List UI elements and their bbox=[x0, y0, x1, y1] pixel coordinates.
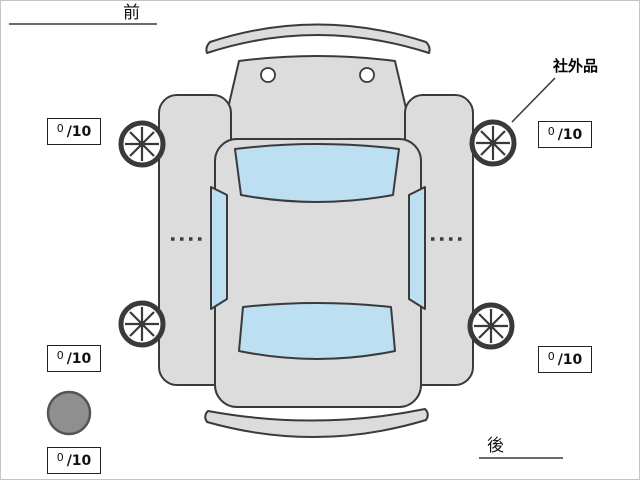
tread-denom: /10 bbox=[557, 126, 583, 143]
left-door-window-glass bbox=[210, 186, 228, 310]
tread-value: 0 bbox=[547, 350, 555, 363]
tread-box-spare: 0 /10 bbox=[47, 447, 101, 474]
car-top-view bbox=[118, 23, 517, 438]
tread-value: 0 bbox=[56, 349, 64, 362]
aftermarket-pointer-line bbox=[511, 77, 556, 123]
rear-window-glass bbox=[238, 302, 396, 360]
wheel-front-right-icon bbox=[469, 119, 517, 167]
rear-label: 後 bbox=[487, 436, 504, 456]
tread-box-front-right: 0 /10 bbox=[538, 121, 592, 148]
wheel-rear-right-icon bbox=[467, 302, 515, 350]
tread-value: 0 bbox=[547, 125, 555, 138]
front-bumper bbox=[205, 23, 431, 54]
tread-denom: /10 bbox=[557, 351, 583, 368]
tread-value: 0 bbox=[56, 122, 64, 135]
spare-tire-marker bbox=[46, 390, 92, 436]
hood-detail-left-icon bbox=[260, 67, 276, 83]
windshield-glass bbox=[234, 143, 400, 203]
tread-denom: /10 bbox=[66, 452, 92, 469]
tread-denom: /10 bbox=[66, 123, 92, 140]
tread-box-rear-left: 0 /10 bbox=[47, 345, 101, 372]
wheel-front-left-icon bbox=[118, 120, 166, 168]
tread-value: 0 bbox=[56, 451, 64, 464]
tread-denom: /10 bbox=[66, 350, 92, 367]
rear-bumper bbox=[204, 408, 429, 438]
hood-detail-right-icon bbox=[359, 67, 375, 83]
tread-box-front-left: 0 /10 bbox=[47, 118, 101, 145]
front-label: 前 bbox=[123, 3, 140, 23]
wheel-rear-left-icon bbox=[118, 300, 166, 348]
right-door-window-glass bbox=[408, 186, 426, 310]
aftermarket-label: 社外品 bbox=[553, 57, 599, 75]
tread-box-rear-right: 0 /10 bbox=[538, 346, 592, 373]
